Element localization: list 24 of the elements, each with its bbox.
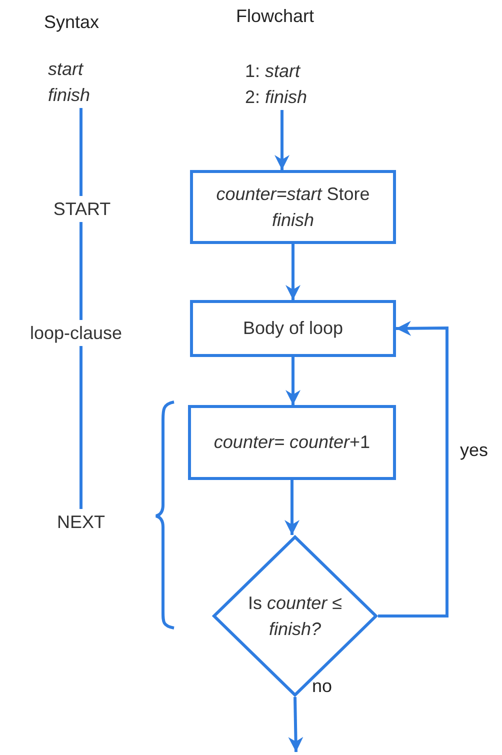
arrow [286, 357, 300, 405]
node-text: Is counter ≤ finish? [247, 592, 343, 641]
node-text: counter=start Store finish [215, 182, 371, 232]
node-text: counter= counter+1 [214, 431, 370, 454]
connector-line [80, 108, 82, 196]
column-heading: Flowchart [236, 6, 314, 27]
arrow [378, 320, 448, 618]
decision-diamond [212, 535, 378, 697]
syntax-label: START [44, 196, 120, 222]
arrow [288, 696, 304, 752]
syntax-label: start finish [48, 56, 118, 108]
process-box [188, 405, 396, 480]
input-label: 1: start 2: finish [245, 58, 319, 110]
connector-line [80, 222, 82, 320]
node-text: Body of loop [242, 317, 344, 340]
arrow [274, 110, 290, 170]
arrow [284, 480, 300, 535]
connector-line [80, 346, 82, 509]
process-box [190, 170, 396, 244]
column-heading: Syntax [44, 12, 100, 33]
process-box [190, 300, 396, 357]
syntax-label: loop-clause [10, 320, 142, 346]
syntax-label: NEXT [50, 509, 112, 535]
arrow [286, 244, 300, 300]
